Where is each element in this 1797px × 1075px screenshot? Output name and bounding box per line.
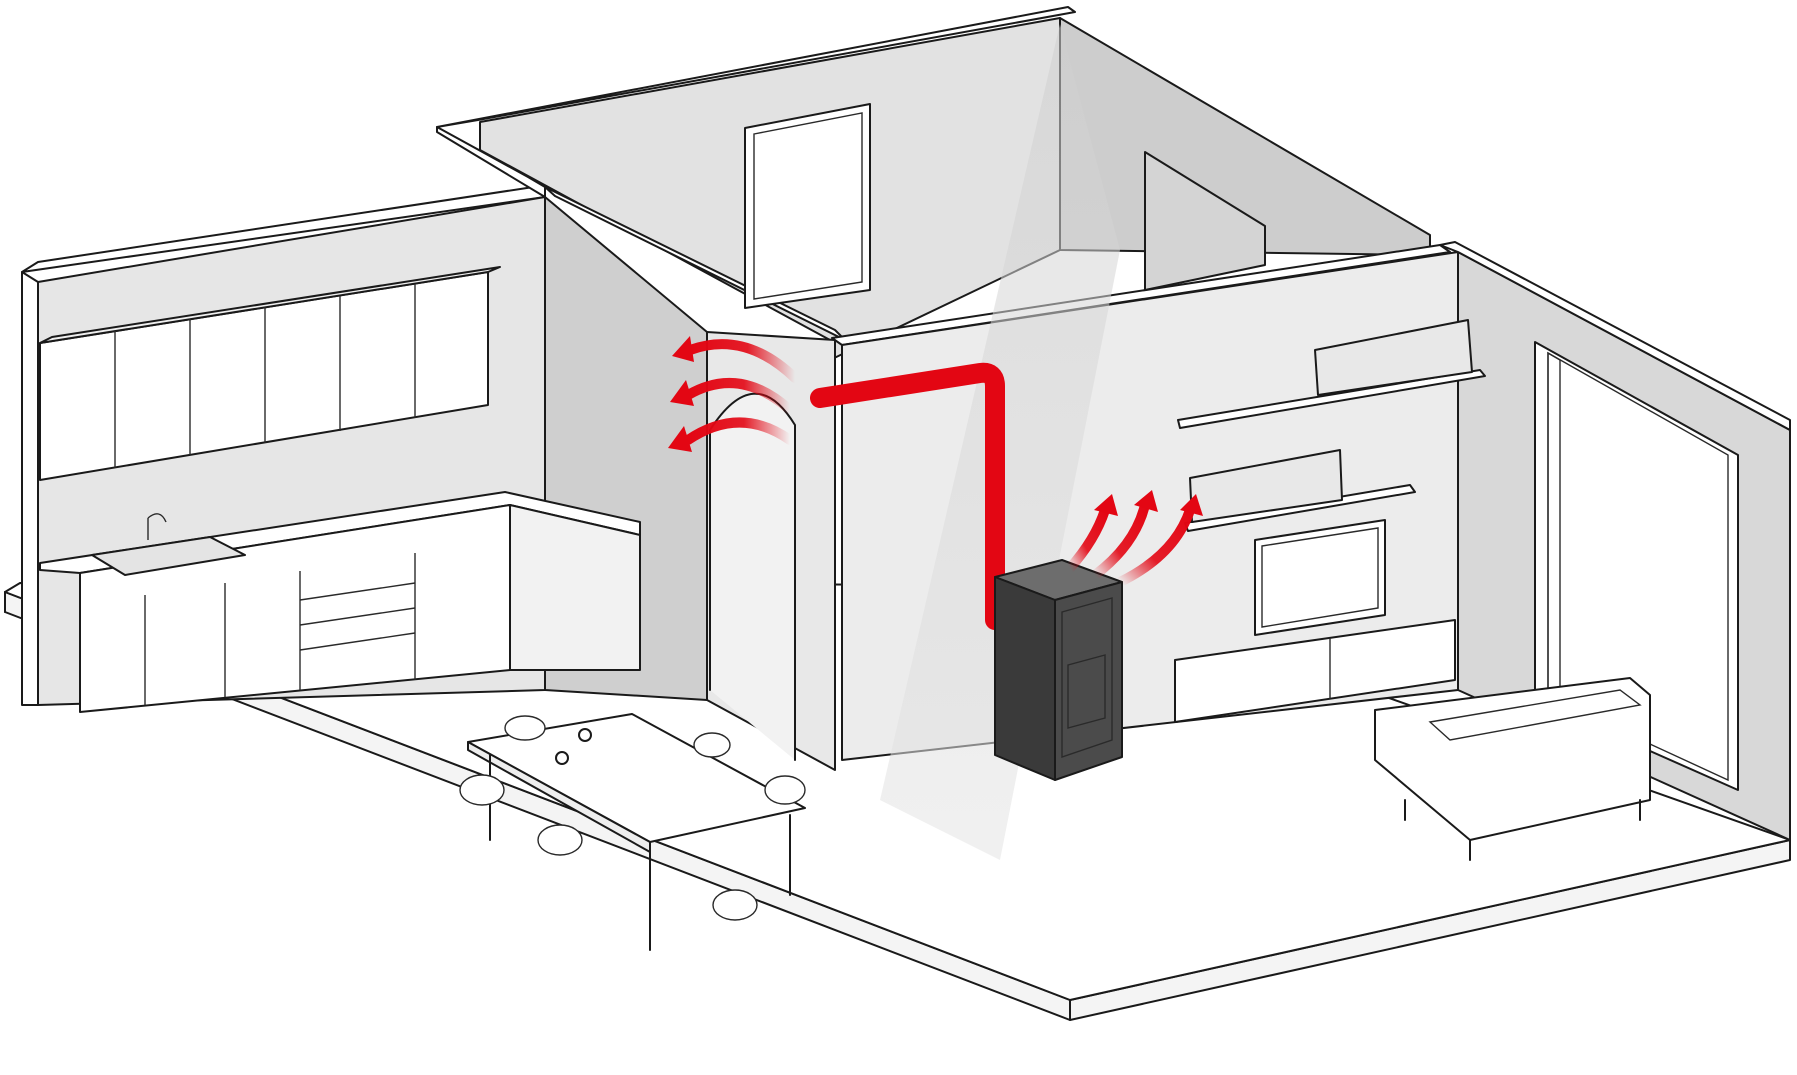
dining-chairs	[459, 715, 806, 921]
sofa	[1374, 677, 1651, 861]
tv-unit	[1174, 519, 1456, 723]
hot-air-duct	[810, 362, 1005, 630]
back-doorway	[1144, 151, 1266, 291]
heat-flow-arrows-right	[1065, 490, 1203, 587]
pellet-stove	[994, 559, 1123, 781]
bookshelf-upper	[1177, 319, 1486, 429]
kitchen-upper-cabinets	[39, 266, 501, 481]
mug-icon	[555, 751, 569, 765]
heat-flow-arrows-left	[668, 336, 800, 452]
mug-icon	[578, 728, 592, 742]
sink-icon	[91, 536, 246, 576]
dining-table	[467, 713, 806, 951]
back-window	[744, 103, 871, 309]
kitchen-counter	[39, 491, 641, 713]
